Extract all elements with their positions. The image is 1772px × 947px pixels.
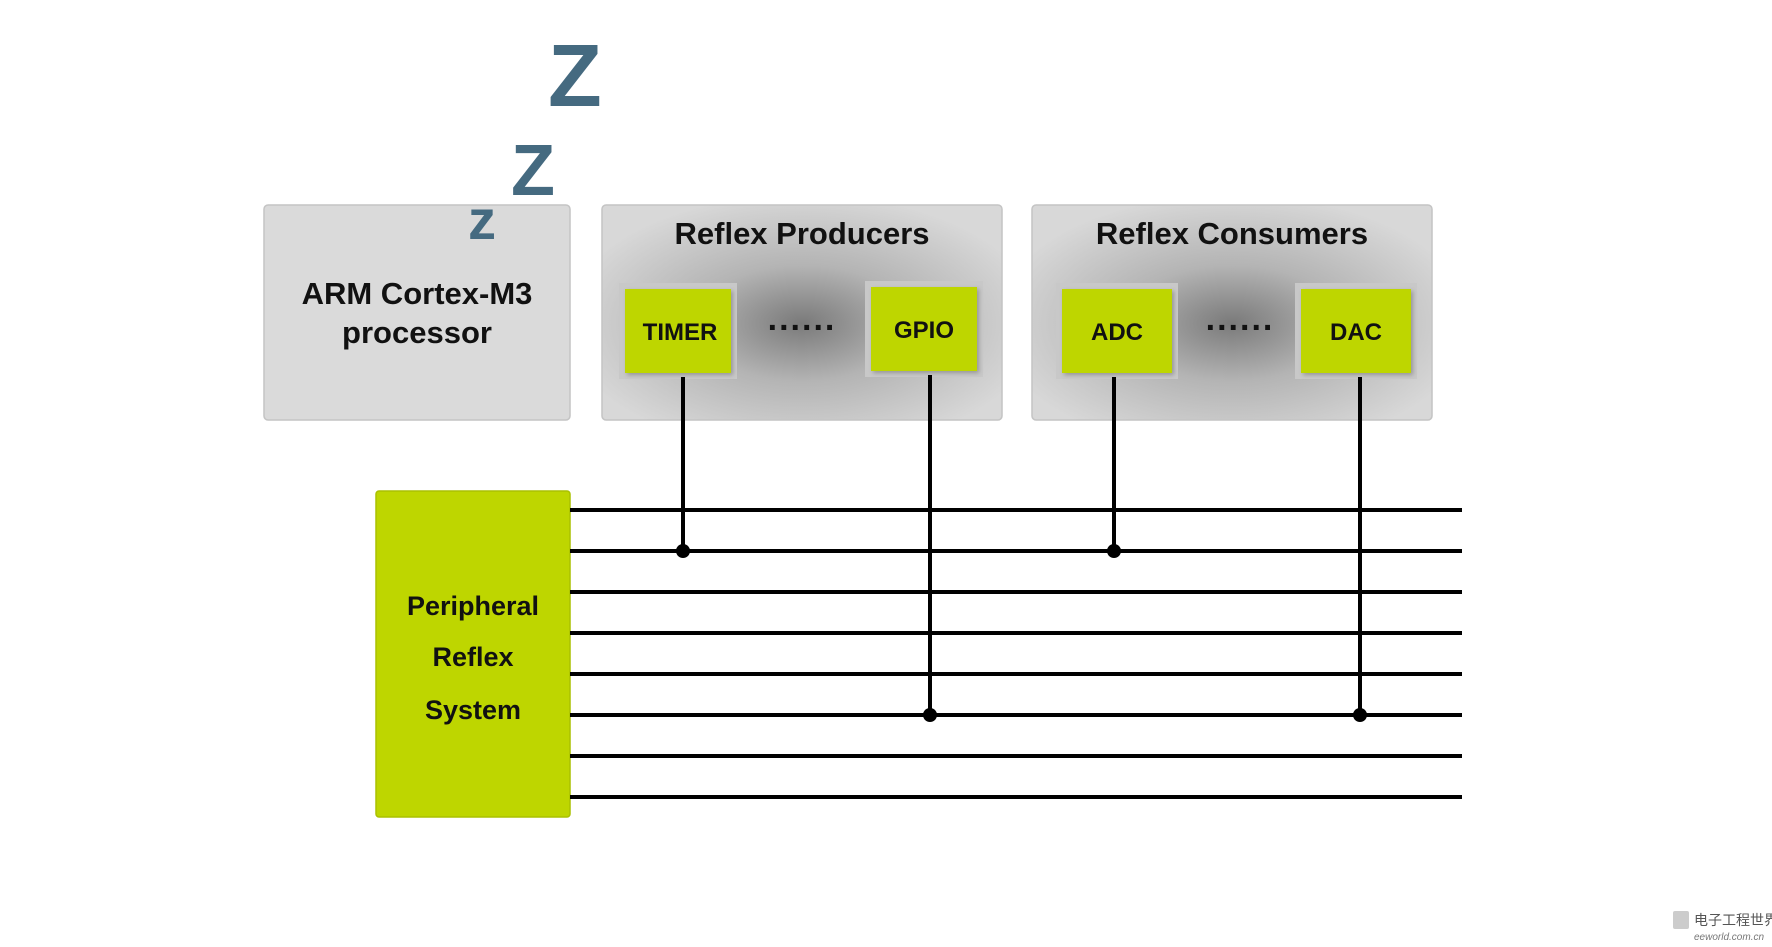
watermark-cn: 电子工程世界 — [1694, 912, 1772, 928]
adc-block: ADC — [1056, 283, 1178, 379]
timer-label: TIMER — [643, 319, 718, 346]
connection-dot-adc — [1107, 544, 1121, 558]
sleep-glyph-medium: Z — [511, 131, 555, 211]
connection-dot-gpio — [923, 708, 937, 722]
dac-block: DAC — [1295, 283, 1417, 379]
prs-label-line1: Peripheral — [407, 591, 539, 621]
cpu-label-line2: processor — [342, 315, 492, 350]
gpio-block: GPIO — [865, 281, 983, 377]
producers-ellipsis: ...... — [768, 300, 837, 338]
connection-dot-timer — [676, 544, 690, 558]
prs-label-line3: System — [425, 695, 521, 725]
adc-label: ADC — [1091, 319, 1143, 346]
prs-block: Peripheral Reflex System — [375, 490, 571, 818]
dac-label: DAC — [1330, 319, 1382, 346]
watermark: 电子工程世界 eeworld.com.cn — [1673, 911, 1772, 943]
cpu-panel: ARM Cortex-M3 processor — [263, 204, 571, 421]
prs-channel-lines — [570, 508, 1462, 799]
cpu-label-line1: ARM Cortex-M3 — [302, 276, 533, 311]
producers-panel: Reflex Producers TIMER ...... GPIO — [601, 204, 1003, 421]
reflex-connections — [676, 375, 1367, 722]
connection-dot-dac — [1353, 708, 1367, 722]
consumers-ellipsis: ...... — [1206, 300, 1275, 338]
watermark-url: eeworld.com.cn — [1694, 932, 1764, 943]
producers-title: Reflex Producers — [675, 216, 930, 251]
timer-block: TIMER — [619, 283, 737, 379]
consumers-panel: Reflex Consumers ADC ...... DAC — [1031, 204, 1433, 421]
consumers-title: Reflex Consumers — [1096, 216, 1368, 251]
prs-label-line2: Reflex — [432, 642, 513, 672]
sleep-glyph-small: z — [468, 188, 496, 251]
sleep-glyph-large: Z — [548, 26, 602, 125]
sleep-zzz-icon: z Z Z — [468, 26, 602, 251]
gpio-label: GPIO — [894, 317, 954, 344]
